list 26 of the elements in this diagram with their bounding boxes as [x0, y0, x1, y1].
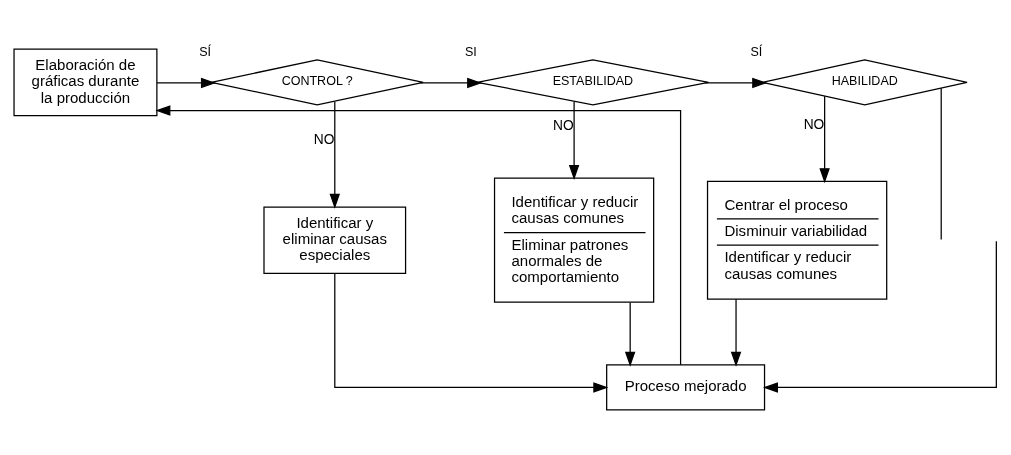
node-box: Elaboración de gráficas durante la producción — [13, 48, 158, 116]
edge-label: NO — [553, 117, 574, 133]
edge-label: NO — [803, 116, 825, 132]
node-label: SI — [464, 44, 477, 59]
arrow — [419, 77, 483, 88]
arrow — [334, 272, 609, 393]
node-box: Proceso mejorado — [606, 363, 766, 411]
edge-label: NO — [313, 131, 335, 147]
connector — [940, 87, 942, 240]
node-label: SÍ — [199, 44, 212, 59]
arrow — [762, 240, 997, 393]
node-box: Centrar el proceso Disminuir variabilidad Identificar y reducir causas comunes — [706, 180, 888, 300]
arrow — [819, 95, 830, 183]
arrow — [624, 301, 636, 367]
arrow — [568, 100, 580, 180]
node-label: SÍ — [750, 44, 763, 59]
arrow — [156, 77, 216, 88]
arrow — [730, 298, 742, 367]
arrow — [329, 100, 341, 209]
node-diamond: HABILIDAD — [761, 58, 968, 106]
node-box: Identificar y eliminar causas especiales — [263, 205, 407, 274]
node-box: Identificar y reducir causas comunes Eliminar patrones anormales de comportamiento — [493, 177, 655, 303]
node-diamond: CONTROL ? — [210, 58, 424, 106]
arrow — [155, 104, 682, 365]
node-diamond: ESTABILIDAD — [476, 58, 710, 106]
arrow — [704, 77, 768, 88]
